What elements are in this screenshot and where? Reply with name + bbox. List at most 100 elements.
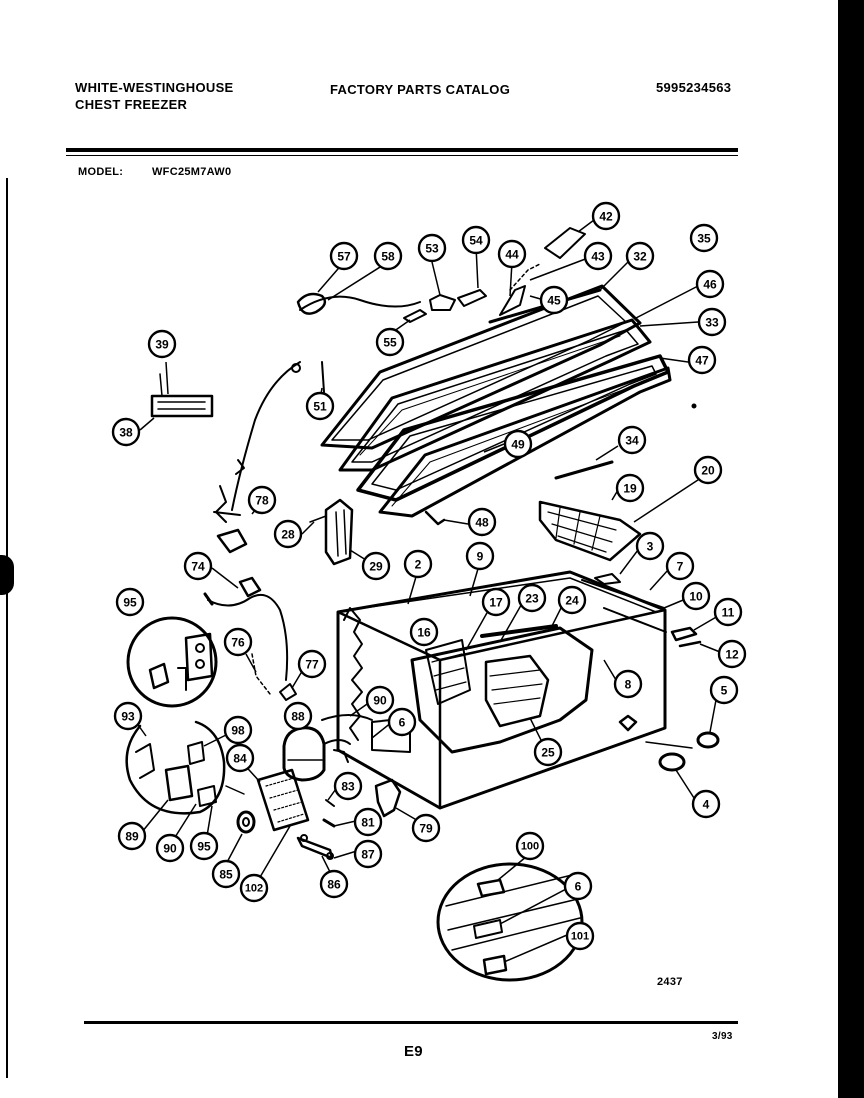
callout-label: 98	[231, 724, 245, 738]
callout-label: 28	[281, 528, 295, 542]
callout-100: 100	[515, 831, 545, 861]
callout-label: 57	[337, 250, 351, 264]
callout-6: 6	[563, 871, 593, 901]
nameplate	[150, 394, 214, 418]
callout-label: 47	[695, 354, 709, 368]
callout-label: 33	[705, 316, 719, 330]
drain-valve	[374, 778, 402, 818]
callout-label: 43	[591, 250, 605, 264]
callout-label: 74	[191, 560, 205, 574]
callout-101: 101	[565, 921, 595, 951]
binding-mark	[0, 555, 14, 595]
inner-basket	[484, 654, 550, 728]
callout-6: 6	[387, 707, 417, 737]
callout-label: 51	[313, 400, 327, 414]
footer-rule	[84, 1021, 738, 1024]
access-cover	[256, 768, 310, 832]
callout-label: 9	[477, 550, 484, 564]
model-number: WFC25M7AW0	[152, 166, 232, 178]
light-socket	[296, 292, 327, 315]
callout-78: 78	[247, 485, 277, 515]
page-border-left	[0, 178, 8, 1078]
callout-38: 38	[111, 417, 141, 447]
callout-25: 25	[533, 737, 563, 767]
callout-3: 3	[635, 531, 665, 561]
overload	[164, 764, 194, 802]
callout-label: 79	[419, 822, 433, 836]
thermostat-body	[429, 294, 456, 311]
callout-label: 38	[119, 426, 133, 440]
callout-label: 29	[369, 560, 383, 574]
callout-label: 8	[625, 678, 632, 692]
revision-date: 3/93	[712, 1031, 733, 1042]
callout-46: 46	[695, 269, 725, 299]
callout-label: 45	[547, 294, 561, 308]
callout-28: 28	[273, 519, 303, 549]
callout-10: 10	[681, 581, 711, 611]
basket-divider	[554, 460, 614, 480]
callout-43: 43	[583, 241, 613, 271]
hinge-bracket	[670, 626, 698, 642]
model-label: MODEL:	[78, 166, 124, 178]
callout-label: 10	[689, 590, 703, 604]
callout-9: 9	[465, 541, 495, 571]
hinge	[324, 498, 354, 566]
callout-35: 35	[689, 223, 719, 253]
callout-label: 2	[415, 558, 422, 572]
callout-label: 35	[697, 232, 711, 246]
cabinet-liner	[410, 626, 594, 754]
callout-label: 11	[722, 606, 735, 620]
callout-label: 100	[521, 841, 539, 853]
callout-label: 58	[381, 250, 395, 264]
callout-label: 101	[571, 931, 589, 943]
breaker-strip	[581, 579, 665, 609]
header-rule	[66, 148, 738, 152]
callout-label: 85	[219, 868, 233, 882]
thermostat-knob	[457, 289, 487, 307]
callout-label: 17	[489, 596, 503, 610]
callout-label: 83	[341, 780, 355, 794]
product-type: CHEST FREEZER	[75, 97, 188, 112]
callout-42: 42	[591, 201, 621, 231]
callout-label: 39	[155, 338, 169, 352]
page-border-right	[838, 0, 864, 1098]
callout-16: 16	[409, 617, 439, 647]
callout-label: 23	[525, 592, 539, 606]
callout-label: 25	[541, 746, 555, 760]
callout-label: 54	[469, 234, 483, 248]
callout-4: 4	[691, 789, 721, 819]
callout-5: 5	[709, 675, 739, 705]
callout-19: 19	[615, 473, 645, 503]
callout-47: 47	[687, 345, 717, 375]
callout-45: 45	[539, 285, 569, 315]
divider-bar	[480, 624, 558, 638]
callout-label: 6	[575, 880, 582, 894]
callout-label: 95	[197, 840, 211, 854]
callout-label: 88	[291, 710, 305, 724]
callout-label: 6	[399, 716, 406, 730]
callout-77: 77	[297, 649, 327, 679]
callout-29: 29	[361, 551, 391, 581]
compressor	[282, 726, 326, 782]
callout-49: 49	[503, 429, 533, 459]
callout-label: 84	[233, 752, 247, 766]
callout-label: 89	[125, 830, 139, 844]
callout-label: 81	[361, 816, 375, 830]
callout-53: 53	[417, 233, 447, 263]
lid-switch-cord	[299, 295, 421, 311]
callout-44: 44	[497, 239, 527, 269]
callout-label: 95	[123, 596, 137, 610]
callout-12: 12	[717, 639, 747, 669]
callout-95: 95	[189, 831, 219, 861]
header-rule-thin	[66, 155, 738, 156]
inset-circle-trim	[436, 862, 584, 982]
callout-label: 7	[677, 560, 684, 574]
condenser-coil	[343, 607, 363, 741]
callout-93: 93	[113, 701, 143, 731]
callout-label: 90	[373, 694, 387, 708]
grommet	[236, 810, 256, 834]
callout-label: 102	[245, 883, 263, 895]
callout-label: 48	[475, 516, 489, 530]
callout-90: 90	[365, 685, 395, 715]
